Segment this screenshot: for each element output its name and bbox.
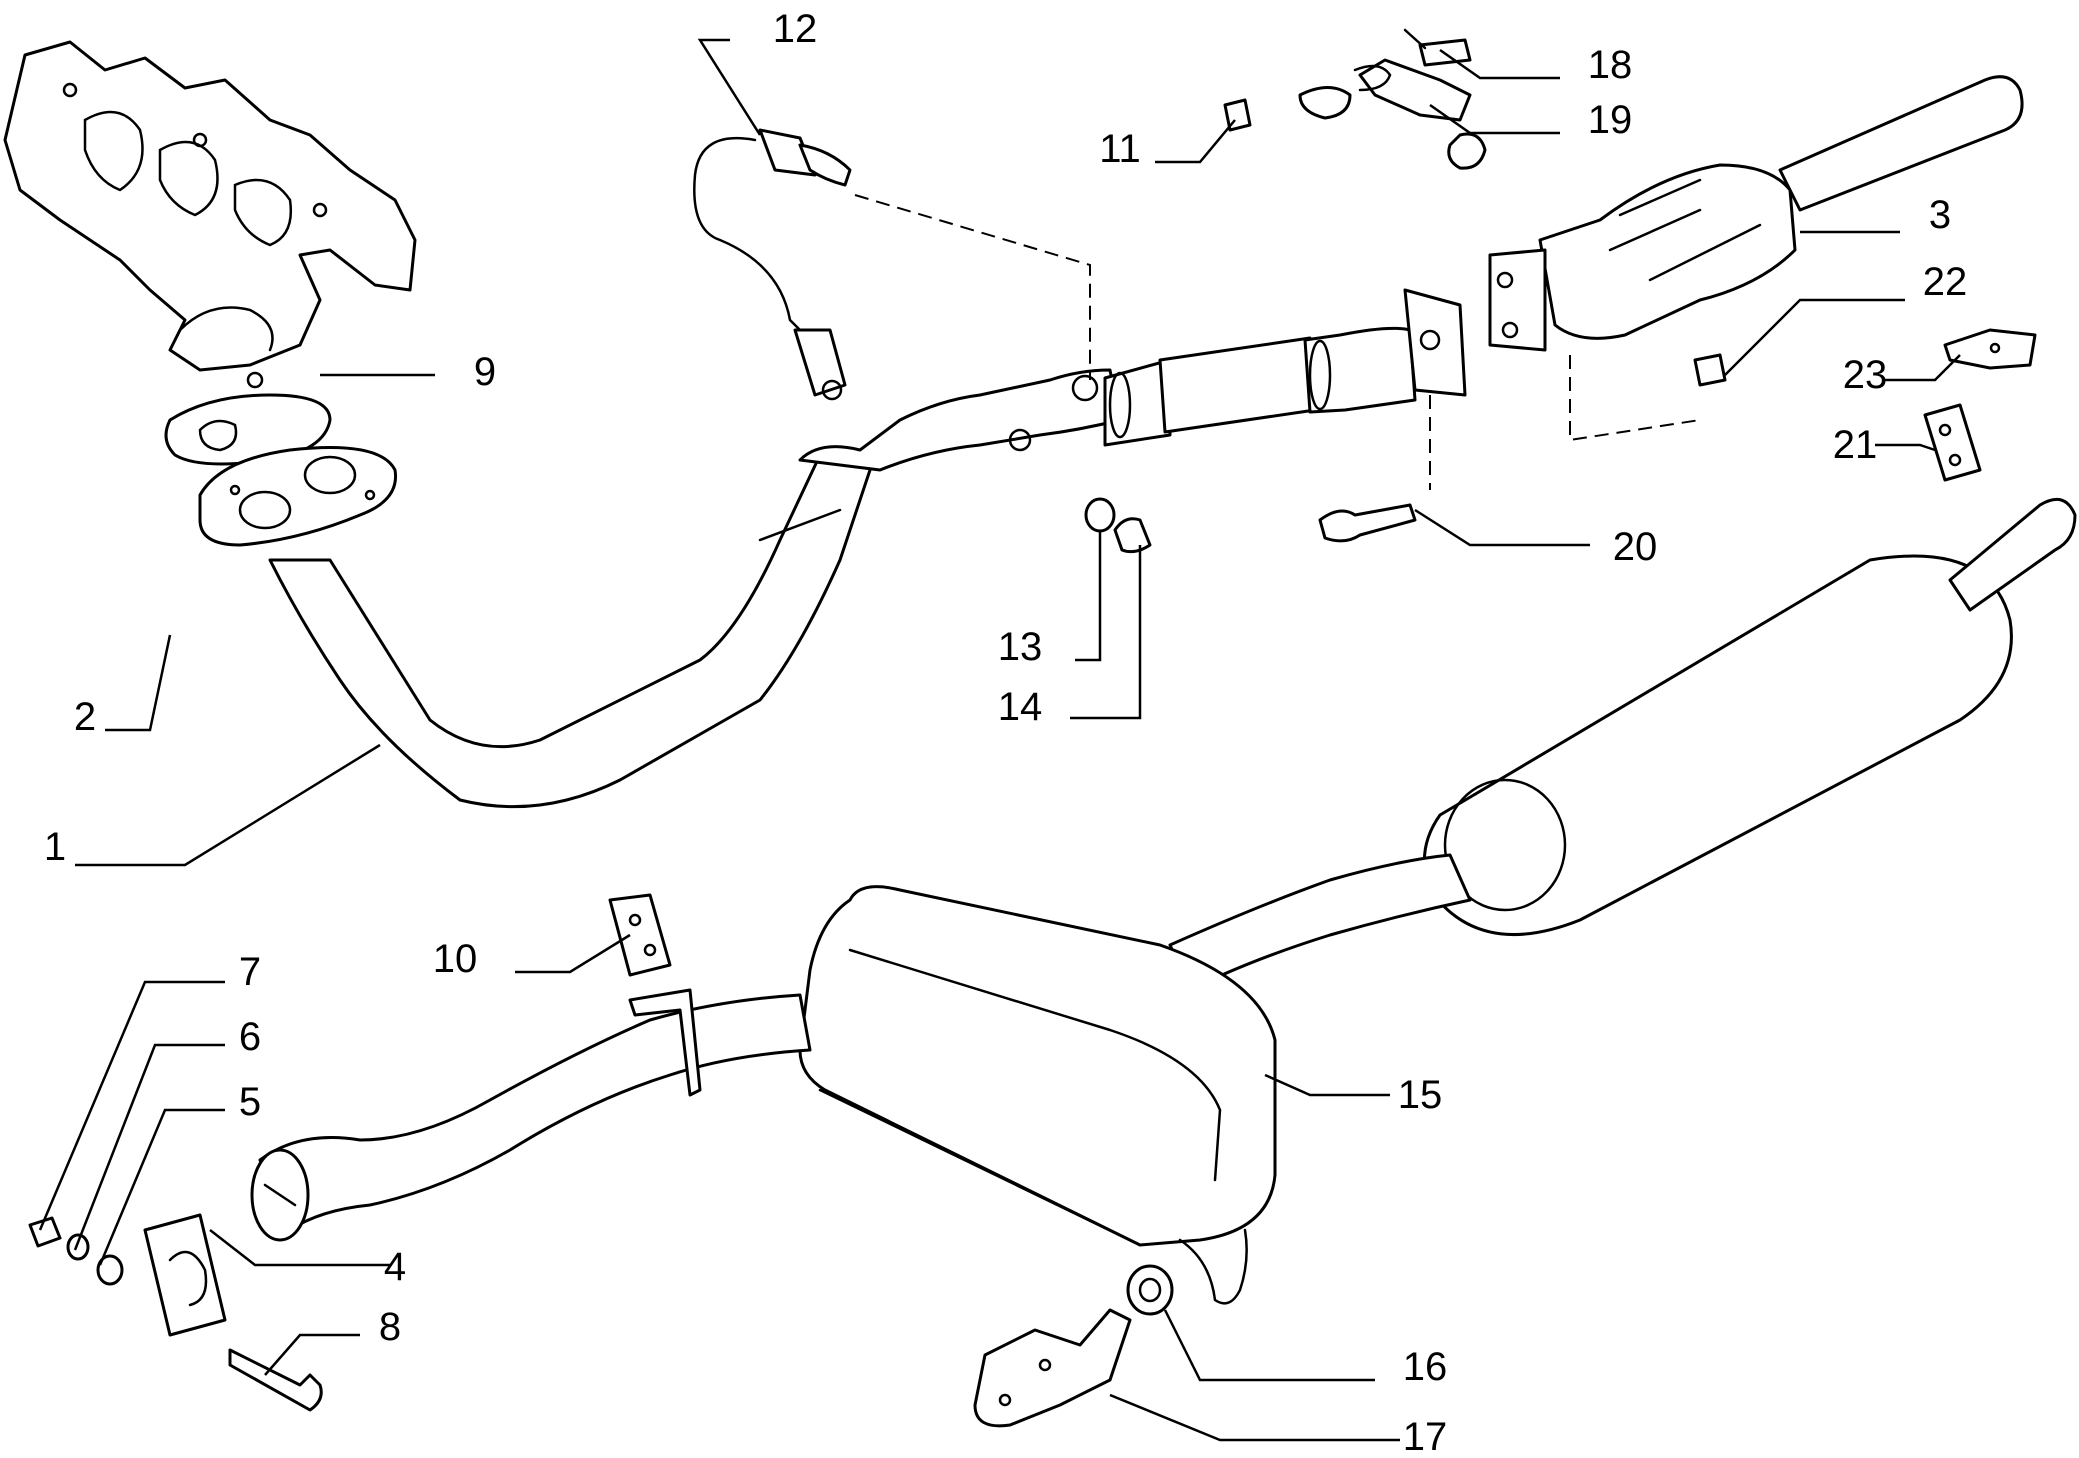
callout-1: 1 [44,825,66,869]
callout-18: 18 [1588,43,1633,87]
callout-6: 6 [239,1015,261,1059]
rubber-mount-10 [608,893,672,977]
front-pipe-flange [198,446,398,547]
washer-13 [1084,497,1116,533]
front-exhaust-pipe [268,288,1467,809]
self-locking-nut-22 [1693,353,1727,387]
bolt-20 [1318,503,1417,543]
clamp-4 [143,1213,227,1337]
callout-23: 23 [1843,353,1888,397]
bolt-8 [228,1348,323,1412]
washer-6 [66,1233,90,1261]
leader-lines [38,38,1961,1442]
callout-13: 13 [998,625,1043,669]
mounting-bracket-17 [973,1308,1132,1428]
catalytic-converter [1488,75,2024,352]
callout-16: 16 [1403,1345,1448,1389]
callout-19: 19 [1588,98,1633,142]
callout-11: 11 [1099,127,1141,171]
callout-2: 2 [74,695,96,739]
callout-8: 8 [379,1305,401,1349]
callout-22: 22 [1923,260,1968,304]
exhaust-manifold [3,40,417,389]
assembly-guide-lines [854,194,1701,490]
plug-14 [1113,517,1152,554]
callout-15: 15 [1398,1073,1443,1117]
callout-4: 4 [384,1245,406,1289]
rubber-mount-21 [1923,403,1982,482]
rear-exhaust-section [250,497,2077,1305]
callout-17: 17 [1403,1415,1448,1458]
callout-5: 5 [239,1080,261,1124]
washer-5 [96,1254,124,1286]
nut-7 [28,1216,62,1248]
callout-10: 10 [433,937,478,981]
lambda-sensor [693,128,852,401]
gasket-16 [1126,1264,1174,1316]
catalyst-mounting-bracket [1223,28,1487,170]
callout-20: 20 [1613,525,1658,569]
callout-3: 3 [1929,193,1951,237]
callout-12: 12 [773,7,818,51]
callout-21: 21 [1833,423,1878,467]
callout-labels: 1 2 3 4 5 6 7 8 9 10 11 12 13 14 15 16 1… [44,7,1967,1458]
callout-9: 9 [474,350,496,394]
hanger-bracket-23 [1943,328,2037,370]
callout-7: 7 [239,950,261,994]
callout-14: 14 [998,685,1043,729]
manifold-gasket [164,393,332,466]
